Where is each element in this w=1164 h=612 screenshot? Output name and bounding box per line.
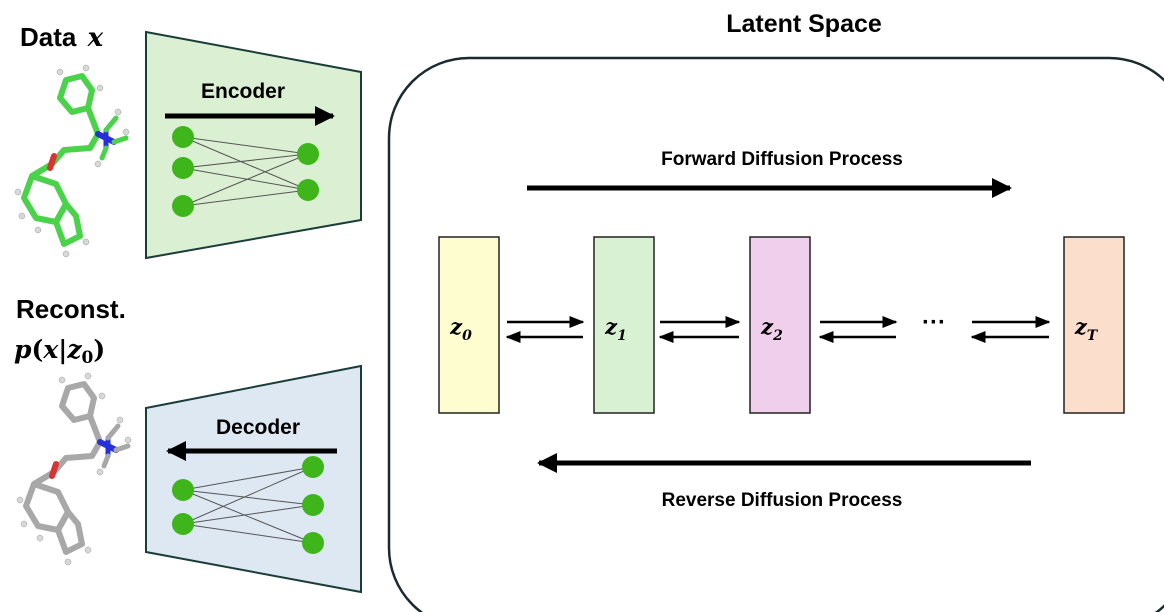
network-node — [172, 513, 194, 535]
hydrogen-atom — [98, 392, 106, 400]
hydrogen-atom — [116, 416, 124, 424]
recon-label-line1: Reconst. — [16, 294, 126, 324]
molecule-bond — [21, 161, 69, 225]
molecule-bond — [49, 131, 101, 167]
hydrogen-atom — [82, 238, 90, 246]
reconstructed-molecule — [16, 372, 132, 566]
network-node — [172, 195, 194, 217]
decoder-network — [172, 456, 324, 554]
molecule-bond — [99, 145, 109, 161]
network-edge — [182, 153, 309, 169]
latent-state-2: z2 — [749, 236, 811, 414]
network-edge — [182, 466, 314, 525]
hydrogen-atom — [122, 128, 130, 136]
molecule-bond — [87, 413, 103, 445]
hydrogen-atom — [56, 68, 64, 76]
network-node — [172, 479, 194, 501]
latent-state-label: z2 — [760, 314, 783, 344]
hydrogen-atom — [84, 372, 92, 380]
oxygen-atom — [47, 153, 57, 171]
hydrogen-atom — [82, 64, 90, 72]
network-edge — [182, 504, 314, 525]
molecule-bond — [53, 201, 83, 247]
latent-state-label: z1 — [604, 314, 627, 344]
molecule-bond — [23, 469, 71, 533]
hydrogen-atom — [94, 160, 102, 168]
molecule-bond — [113, 443, 131, 453]
network-edge — [182, 466, 314, 491]
network-node — [297, 143, 319, 165]
latent-state-label: z0 — [449, 314, 472, 344]
decoder-label: Decoder — [216, 416, 300, 439]
latent-state-box — [749, 236, 811, 414]
encoder: Encoder — [145, 30, 362, 260]
hydrogen-atom — [114, 108, 122, 116]
recon-label-formula: p(x|z0) — [14, 335, 105, 368]
network-edge — [182, 189, 309, 207]
network-node — [172, 126, 194, 148]
latent-state-0: z0 — [438, 236, 500, 414]
latent-state-box — [1063, 236, 1125, 414]
encoder-network — [172, 126, 319, 217]
hydrogen-atom — [34, 226, 42, 234]
latent-state-T: zT — [1063, 236, 1125, 414]
molecule-bond — [105, 423, 121, 441]
latent-space-box — [387, 56, 1164, 612]
hydrogen-atom — [84, 546, 92, 554]
hydrogen-atom — [64, 558, 72, 566]
network-edge — [182, 136, 309, 191]
molecule-bond — [111, 135, 129, 145]
hydrogen-atom — [18, 212, 26, 220]
hydrogen-atom — [16, 496, 24, 504]
hydrogen-atom — [14, 188, 22, 196]
latent-state-label: zT — [1074, 314, 1099, 344]
decoder-block — [145, 364, 362, 594]
data-label: Data x — [20, 22, 104, 53]
network-node — [297, 179, 319, 201]
network-edge — [182, 523, 314, 544]
network-node — [172, 157, 194, 179]
encoder-block — [145, 30, 362, 260]
molecule-bond — [103, 115, 119, 133]
reverse-process-label: Reverse Diffusion Process — [662, 490, 903, 511]
input-molecule — [14, 64, 130, 258]
latent-state-box — [438, 236, 500, 414]
molecule-bond — [51, 439, 103, 475]
molecule-bond — [55, 509, 85, 555]
hydrogen-atom — [20, 520, 28, 528]
network-edge — [182, 136, 309, 155]
hydrogen-atom — [96, 468, 104, 476]
hydrogen-atom — [96, 84, 104, 92]
decoder: Decoder — [145, 364, 362, 594]
network-edge — [182, 489, 314, 506]
hydrogen-atom — [58, 376, 66, 384]
network-node — [302, 494, 324, 516]
latent-state-1: z1 — [593, 236, 655, 414]
latent-state-box — [593, 236, 655, 414]
oxygen-atom — [49, 461, 59, 479]
hydrogen-atom — [124, 436, 132, 444]
forward-process-label: Forward Diffusion Process — [661, 149, 903, 170]
molecule-bond — [101, 453, 111, 469]
network-edge — [182, 153, 309, 207]
latent-space-title: Latent Space — [726, 10, 882, 38]
network-edge — [182, 167, 309, 191]
molecule-bond — [85, 105, 101, 137]
hydrogen-atom — [62, 250, 70, 258]
network-edge — [182, 489, 314, 544]
hydrogen-atom — [36, 534, 44, 542]
network-node — [302, 456, 324, 478]
ellipsis: ··· — [922, 309, 946, 336]
network-node — [302, 532, 324, 554]
encoder-label: Encoder — [201, 80, 285, 103]
